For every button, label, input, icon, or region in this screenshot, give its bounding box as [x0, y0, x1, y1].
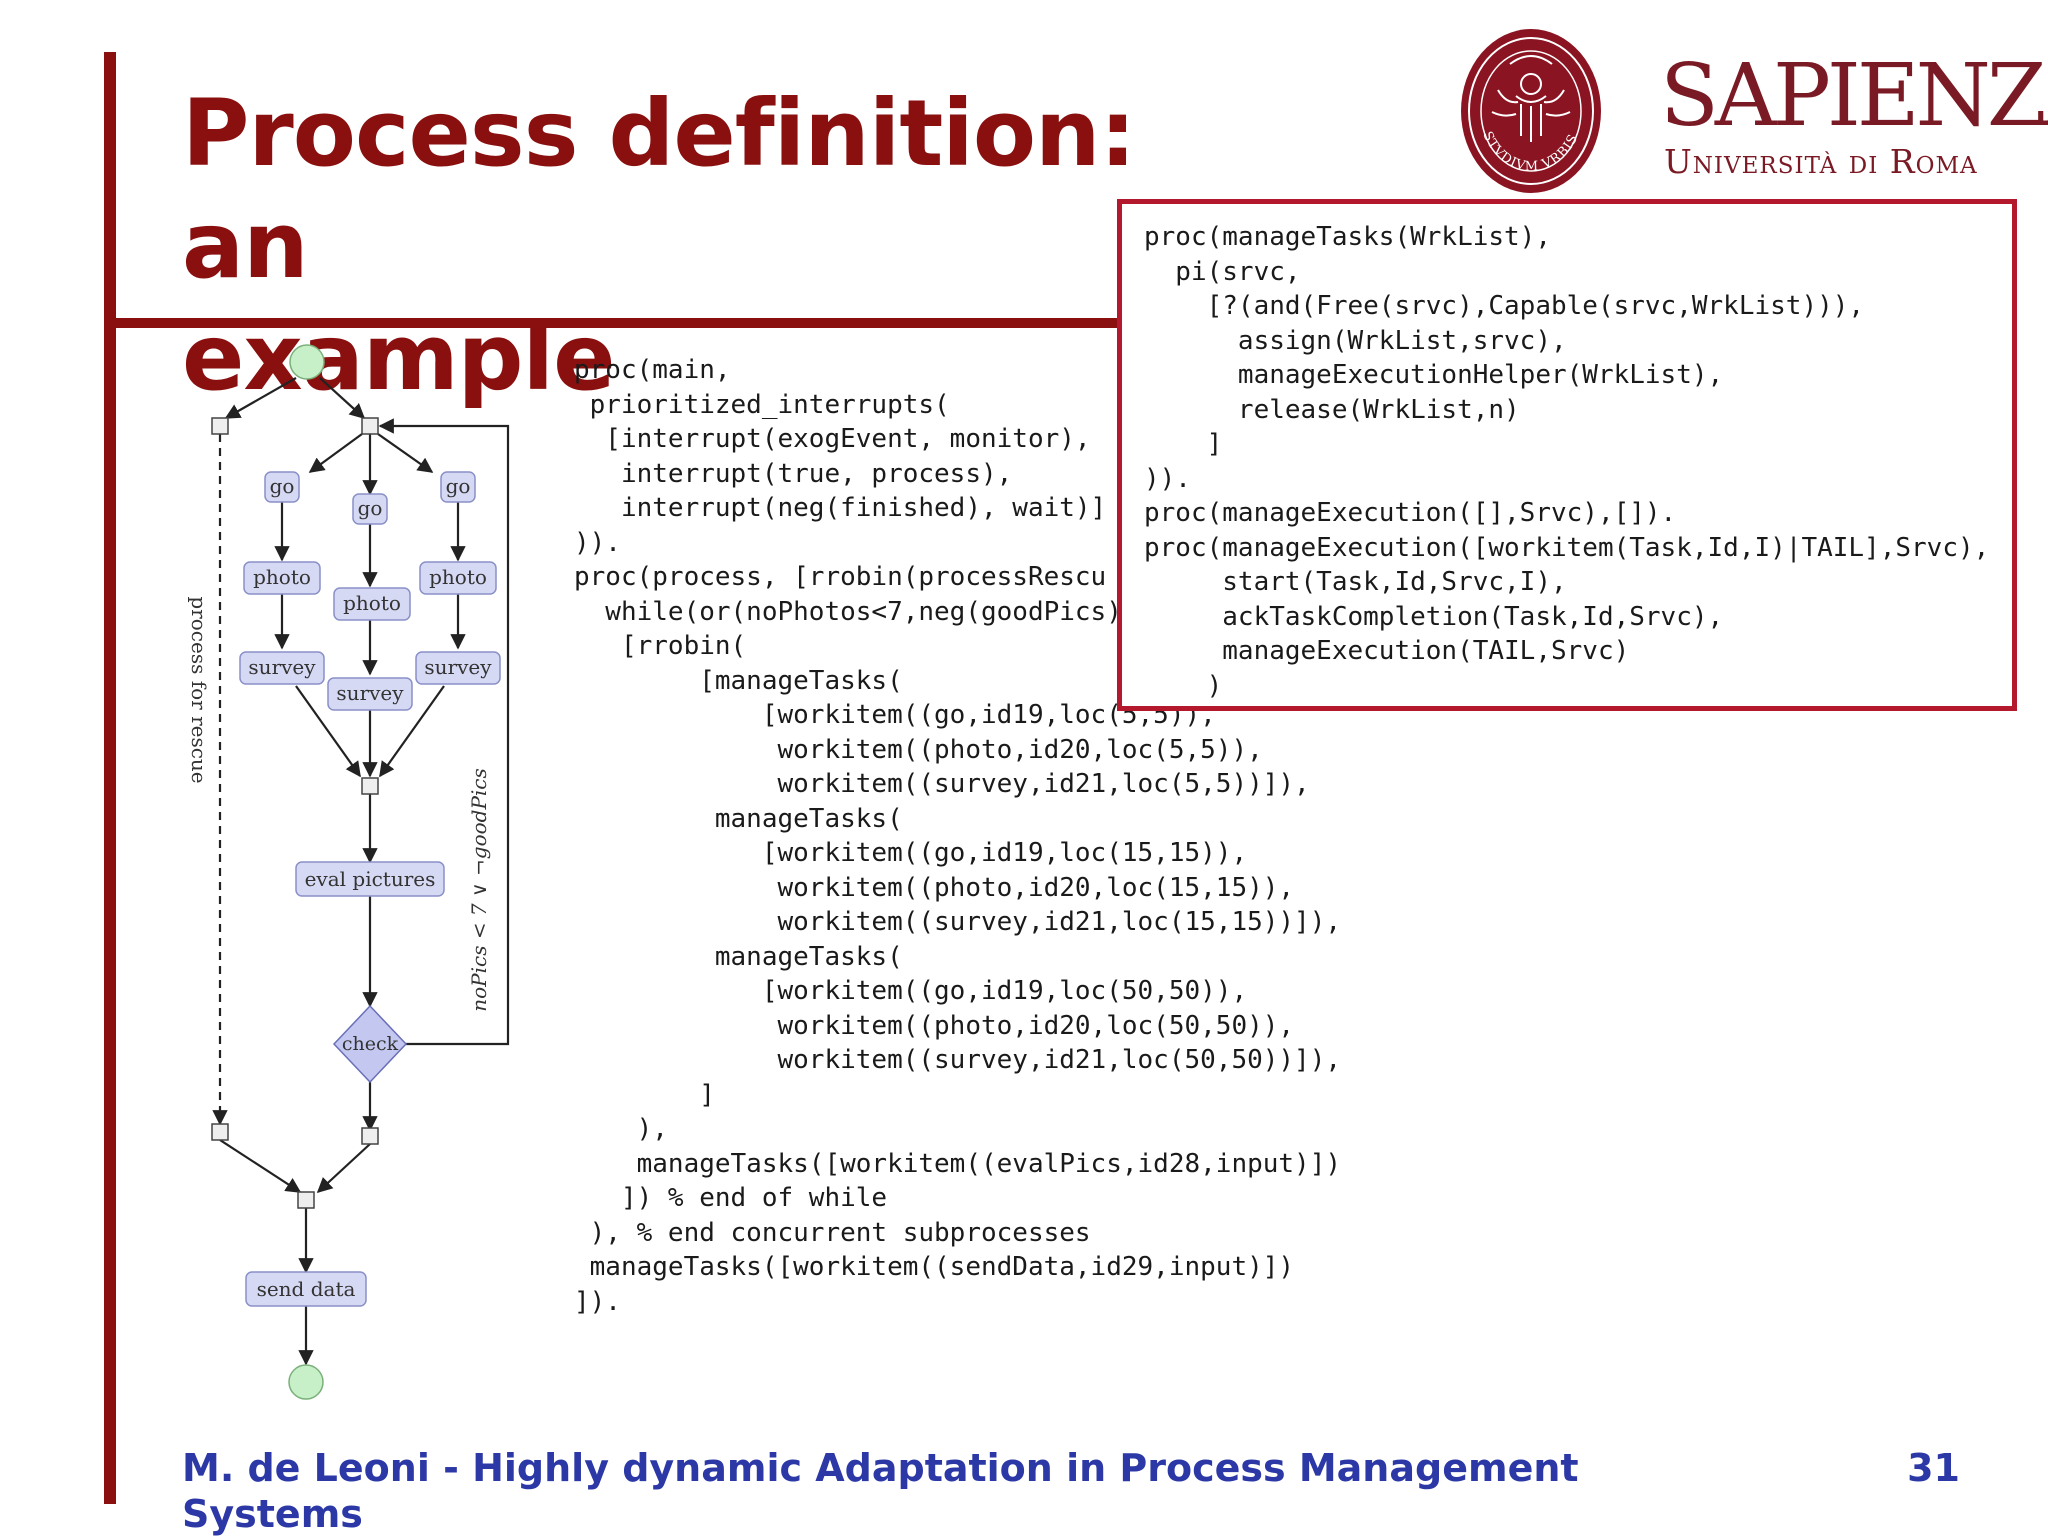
svg-text:send data: send data — [257, 1277, 356, 1301]
process-diagram: go go go photo photo photo survey survey… — [187, 344, 510, 1400]
task-survey-right: survey — [415, 651, 501, 685]
manage-tasks-code-box: proc(manageTasks(WrkList), pi(srvc, [?(a… — [1117, 199, 2017, 711]
svg-text:go: go — [358, 496, 383, 520]
split-gateway-right — [361, 417, 379, 435]
loop-exit-gateway — [361, 1127, 379, 1145]
split-gateway-left — [211, 417, 229, 435]
footer-text: M. de Leoni - Highly dynamic Adaptation … — [182, 1446, 1579, 1536]
task-eval-pictures: eval pictures — [295, 861, 445, 897]
task-send-data: send data — [245, 1271, 367, 1307]
svg-text:photo: photo — [343, 591, 401, 615]
manage-tasks-code: proc(manageTasks(WrkList), pi(srvc, [?(a… — [1144, 222, 1990, 701]
rescue-exit-gateway — [211, 1123, 229, 1141]
svg-text:go: go — [270, 474, 295, 498]
start-node-icon — [289, 344, 325, 380]
svg-text:check: check — [342, 1033, 399, 1055]
university-logo-text: SAPIENZA Università di Roma — [1660, 46, 2048, 182]
task-go-middle: go — [352, 493, 388, 525]
svg-text:photo: photo — [429, 565, 487, 589]
task-survey-middle: survey — [327, 677, 413, 711]
svg-text:survey: survey — [424, 655, 492, 679]
university-seal-icon: STVDIVM VRBIS — [1461, 29, 1601, 193]
rescue-process-label: process for rescue — [187, 596, 211, 783]
svg-text:photo: photo — [253, 565, 311, 589]
logo-subtitle: Università di Roma — [1664, 142, 1978, 181]
task-go-right: go — [440, 471, 476, 503]
page-number: 31 — [1907, 1446, 1960, 1490]
task-photo-left: photo — [243, 561, 321, 595]
check-decision-node: check — [332, 1004, 408, 1084]
final-join-gateway — [297, 1191, 315, 1209]
svg-text:go: go — [446, 474, 471, 498]
task-photo-right: photo — [419, 561, 497, 595]
join-gateway-tasks — [361, 777, 379, 795]
title-line-1: Process definition: an — [182, 80, 1136, 299]
task-photo-middle: photo — [333, 587, 411, 621]
loop-condition-label: noPics < 7 ∨ ¬goodPics — [467, 768, 491, 1012]
end-node-icon — [288, 1364, 324, 1400]
svg-text:survey: survey — [248, 655, 316, 679]
svg-text:survey: survey — [336, 681, 404, 705]
svg-text:eval pictures: eval pictures — [305, 867, 436, 891]
title-rule — [116, 318, 1121, 328]
left-accent-bar — [104, 52, 116, 1504]
main-process-code: proc(main, prioritized_interrupts( [inte… — [574, 355, 1342, 1317]
task-go-left: go — [264, 471, 300, 503]
logo-name: SAPIENZA — [1660, 46, 2048, 146]
task-survey-left: survey — [239, 651, 325, 685]
